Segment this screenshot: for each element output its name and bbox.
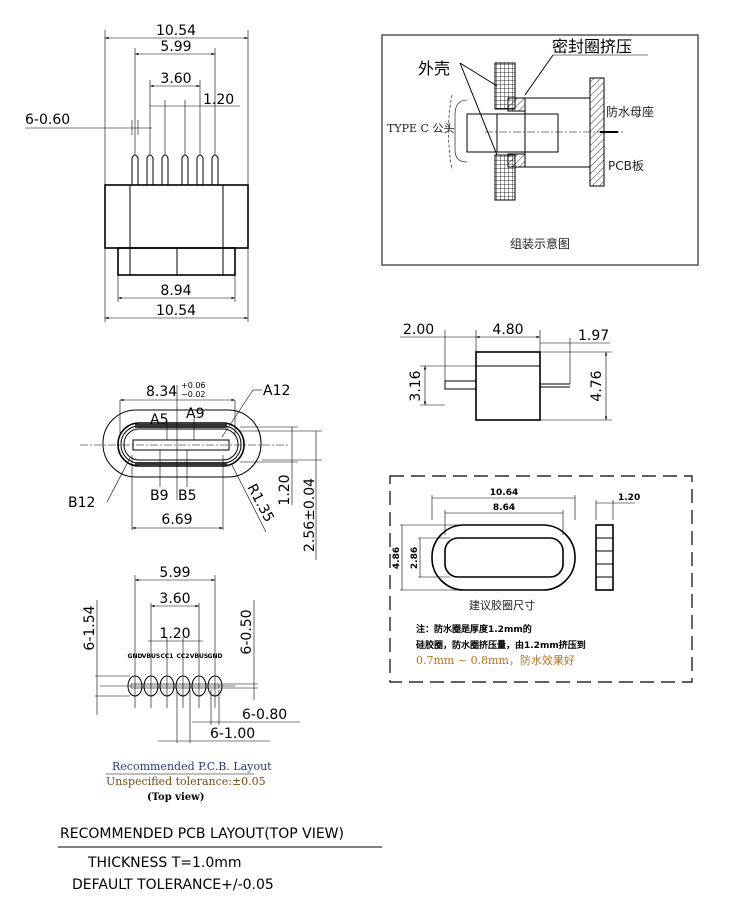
footer-tolerance: DEFAULT TOLERANCE+/-0.05 (72, 877, 274, 893)
pcb-layout: GND VBUS CC1 CC2 VBUS GND 5.99 3.60 1.20… (82, 565, 300, 803)
dim-gasket-inner-width: 8.64 (493, 503, 515, 513)
dim-pitch: 1.20 (203, 92, 234, 108)
dim-pin-width: 6-0.60 (25, 112, 70, 128)
dim-gasket-outer-height: 4.86 (392, 547, 402, 569)
pcb-layout-view: (Top view) (147, 792, 204, 803)
pins (131, 154, 219, 185)
dim-tongue-width: 6.69 (161, 512, 192, 528)
gasket-note-line1: 注：防水圈是厚度1.2mm的 (416, 623, 532, 635)
label-a12: A12 (263, 383, 290, 399)
label-plug: TYPE C 公头 (387, 122, 454, 135)
dim-pin-span: 5.99 (160, 39, 191, 55)
front-view: 8.34 +0.06 −0.02 A12 A5 A9 B12 B9 B5 6.6… (68, 381, 322, 560)
dim-body-height: 3.16 (408, 370, 424, 401)
dim-radius: R1.35 (243, 481, 276, 525)
dim-pcb-inner-span: 3.60 (159, 591, 190, 607)
dim-pad-length: 6-1.54 (82, 605, 98, 650)
pcb-layout-title: Recommended P.C.B. Layout (112, 760, 272, 773)
dim-total-height: 4.76 (589, 370, 605, 401)
label-b5: B5 (178, 488, 197, 504)
dim-gasket-outer-width: 10.64 (490, 488, 518, 498)
dim-bottom-width: 10.54 (156, 303, 196, 319)
assembly-caption: 组装示意图 (510, 236, 570, 251)
dim-pad-hole: 6-0.50 (239, 609, 255, 654)
dim-gasket-thickness: 1.20 (618, 493, 640, 503)
label-shell: 外壳 (418, 59, 450, 78)
dim-body-length: 4.80 (492, 322, 523, 338)
label-b9: B9 (150, 488, 169, 504)
dim-gasket-inner-height: 2.86 (410, 547, 420, 569)
dim-inner-span: 3.60 (160, 71, 191, 87)
gasket-caption: 建议胶圈尺寸 (469, 598, 535, 612)
dim-left-pin: 2.00 (403, 322, 434, 338)
dim-pcb-pitch: 1.20 (159, 626, 190, 642)
pcb-layout-tolerance: Unspecified tolerance:±0.05 (106, 775, 266, 788)
gasket-note-line3: 0.7mm ~ 0.8mm，防水效果好 (416, 653, 575, 667)
dim-pad-width: 6-0.80 (242, 707, 287, 723)
gasket-note-line2: 硅胶圈，防水圈挤压量，由1.2mm挤压到 (416, 639, 586, 651)
dim-front-width: 8.34 (146, 384, 177, 400)
label-b12: B12 (68, 495, 95, 511)
dim-pad-width2: 6-1.00 (210, 726, 255, 742)
footer-title: RECOMMENDED PCB LAYOUT(TOP VIEW) (60, 826, 344, 842)
gasket-diagram: 10.64 8.64 4.86 2.86 1.20 建议胶圈尺寸 注：防水圈是厚… (389, 475, 693, 683)
label-waterproof-socket: 防水母座 (606, 104, 654, 119)
pads (100, 675, 235, 697)
assembly-diagram: 密封圈挤压 外壳 TYPE C 公头 防水母座 PCB板 组装示意图 (381, 34, 699, 266)
footer-notes: RECOMMENDED PCB LAYOUT(TOP VIEW) THICKNE… (58, 826, 382, 893)
dim-pcb-span: 5.99 (159, 565, 190, 581)
footer-thickness: THICKNESS T=1.0mm (87, 855, 242, 871)
dim-base-width: 8.94 (160, 283, 191, 299)
tol-plus: +0.06 (181, 381, 206, 390)
dim-tongue-height: 1.20 (277, 474, 293, 505)
side-view: 2.00 4.80 1.97 3.16 4.76 (400, 322, 612, 421)
label-pcb: PCB板 (608, 159, 644, 173)
label-a5: A5 (150, 412, 168, 428)
dim-overall-width: 10.54 (156, 23, 196, 39)
top-view: 10.54 5.99 3.60 1.20 6-0.60 8.94 10.54 (25, 23, 249, 322)
tol-minus: −0.02 (181, 390, 206, 399)
label-a9: A9 (186, 406, 204, 422)
dim-front-height: 2.56±0.04 (302, 478, 318, 552)
dim-right-pin: 1.97 (578, 328, 609, 344)
label-seal-compression: 密封圈挤压 (552, 37, 632, 56)
